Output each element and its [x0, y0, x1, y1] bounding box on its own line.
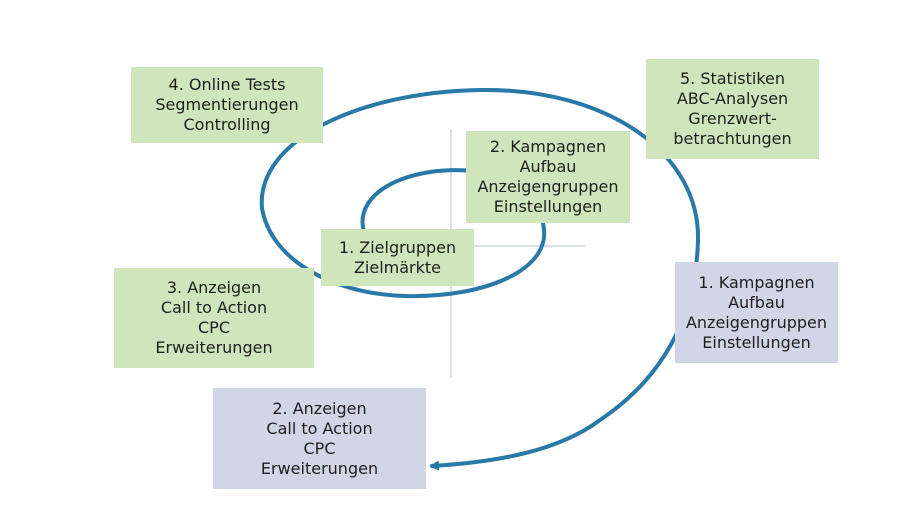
step-line: 1. Kampagnen — [698, 272, 815, 292]
step-line: Call to Action — [266, 418, 373, 438]
step-line: Einstellungen — [493, 197, 603, 216]
step-line: Grenzwert- — [688, 109, 777, 128]
step-line: 1. Zielgruppen — [338, 237, 457, 257]
step-line: Einstellungen — [702, 332, 811, 352]
step-line: Aufbau — [728, 292, 785, 312]
step-line: 2. Anzeigen — [272, 398, 367, 418]
step-line: betrachtungen — [673, 129, 792, 148]
step-line: 5. Statistiken — [679, 69, 786, 88]
step-anzeigen-inner-box: 3. Anzeigen Call to Action CPC Erweiteru… — [114, 268, 314, 368]
step-kampagnen-inner-box: 2. Kampagnen Aufbau Anzeigengruppen Eins… — [466, 131, 630, 223]
step-line: 3. Anzeigen — [166, 278, 262, 297]
step-line: Controlling — [183, 115, 271, 134]
step-line: Zielmärkte — [353, 257, 442, 277]
step-line: Segmentierungen — [155, 95, 299, 114]
step-kampagnen-outer-box: 1. Kampagnen Aufbau Anzeigengruppen Eins… — [675, 262, 838, 363]
step-line: Anzeigengruppen — [685, 312, 828, 332]
step-line: ABC-Analysen — [676, 89, 789, 108]
step-online-tests-box: 4. Online Tests Segmentierungen Controll… — [131, 67, 323, 143]
step-line: Aufbau — [519, 157, 577, 176]
step-line: Erweiterungen — [155, 338, 273, 357]
step-line: Erweiterungen — [260, 458, 379, 478]
step-zielgruppen-box: 1. Zielgruppen Zielmärkte — [321, 229, 474, 286]
step-line: 2. Kampagnen — [489, 137, 607, 156]
step-anzeigen-outer-box: 2. Anzeigen Call to Action CPC Erweiteru… — [213, 388, 426, 489]
step-line: Anzeigengruppen — [477, 177, 619, 196]
step-line: CPC — [198, 318, 230, 337]
step-statistiken-box: 5. Statistiken ABC-Analysen Grenzwert- b… — [646, 59, 819, 159]
step-line: Call to Action — [160, 298, 268, 317]
step-line: 4. Online Tests — [168, 75, 286, 94]
step-line: CPC — [303, 438, 336, 458]
